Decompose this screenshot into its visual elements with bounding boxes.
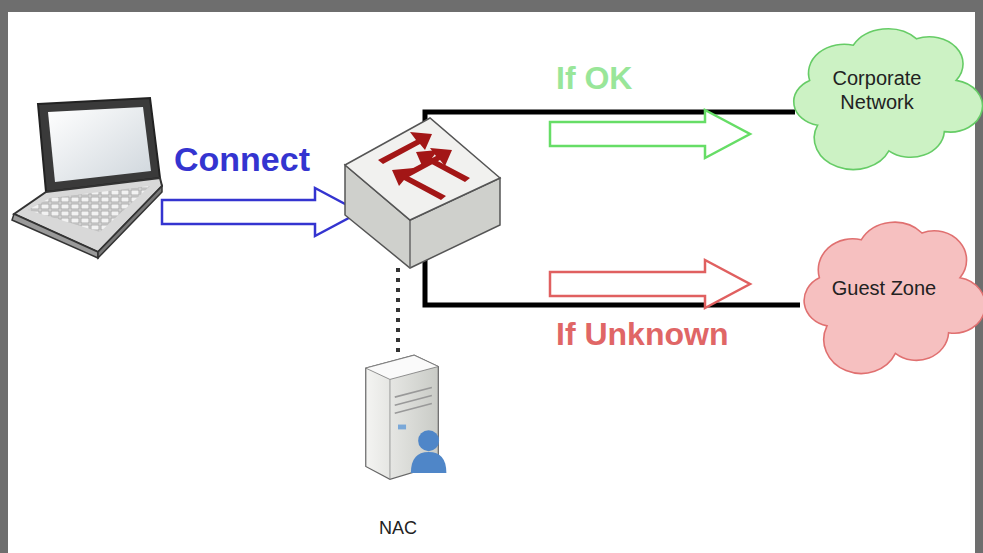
- ok-arrow: [550, 110, 750, 158]
- server-label: NAC: [318, 518, 478, 539]
- laptop-icon: [12, 98, 162, 258]
- zone-name: Guest Zone: [832, 276, 937, 300]
- nac-link: [396, 268, 400, 352]
- server-icon: NAC: [318, 352, 478, 548]
- flow-label: If OK: [556, 60, 632, 97]
- cloud-outline: [778, 10, 976, 170]
- flow-label: Connect: [174, 140, 310, 179]
- unknown-arrow: [550, 260, 750, 308]
- switch-icon: [345, 118, 500, 268]
- zone-cloud: Guest Zone: [789, 202, 979, 374]
- flow-label: If Unknown: [556, 316, 728, 353]
- server-outline: [318, 352, 478, 510]
- connect-arrow: [162, 188, 360, 236]
- zone-name: Corporate Network: [812, 66, 942, 114]
- network-cloud: Corporate Network: [778, 10, 976, 170]
